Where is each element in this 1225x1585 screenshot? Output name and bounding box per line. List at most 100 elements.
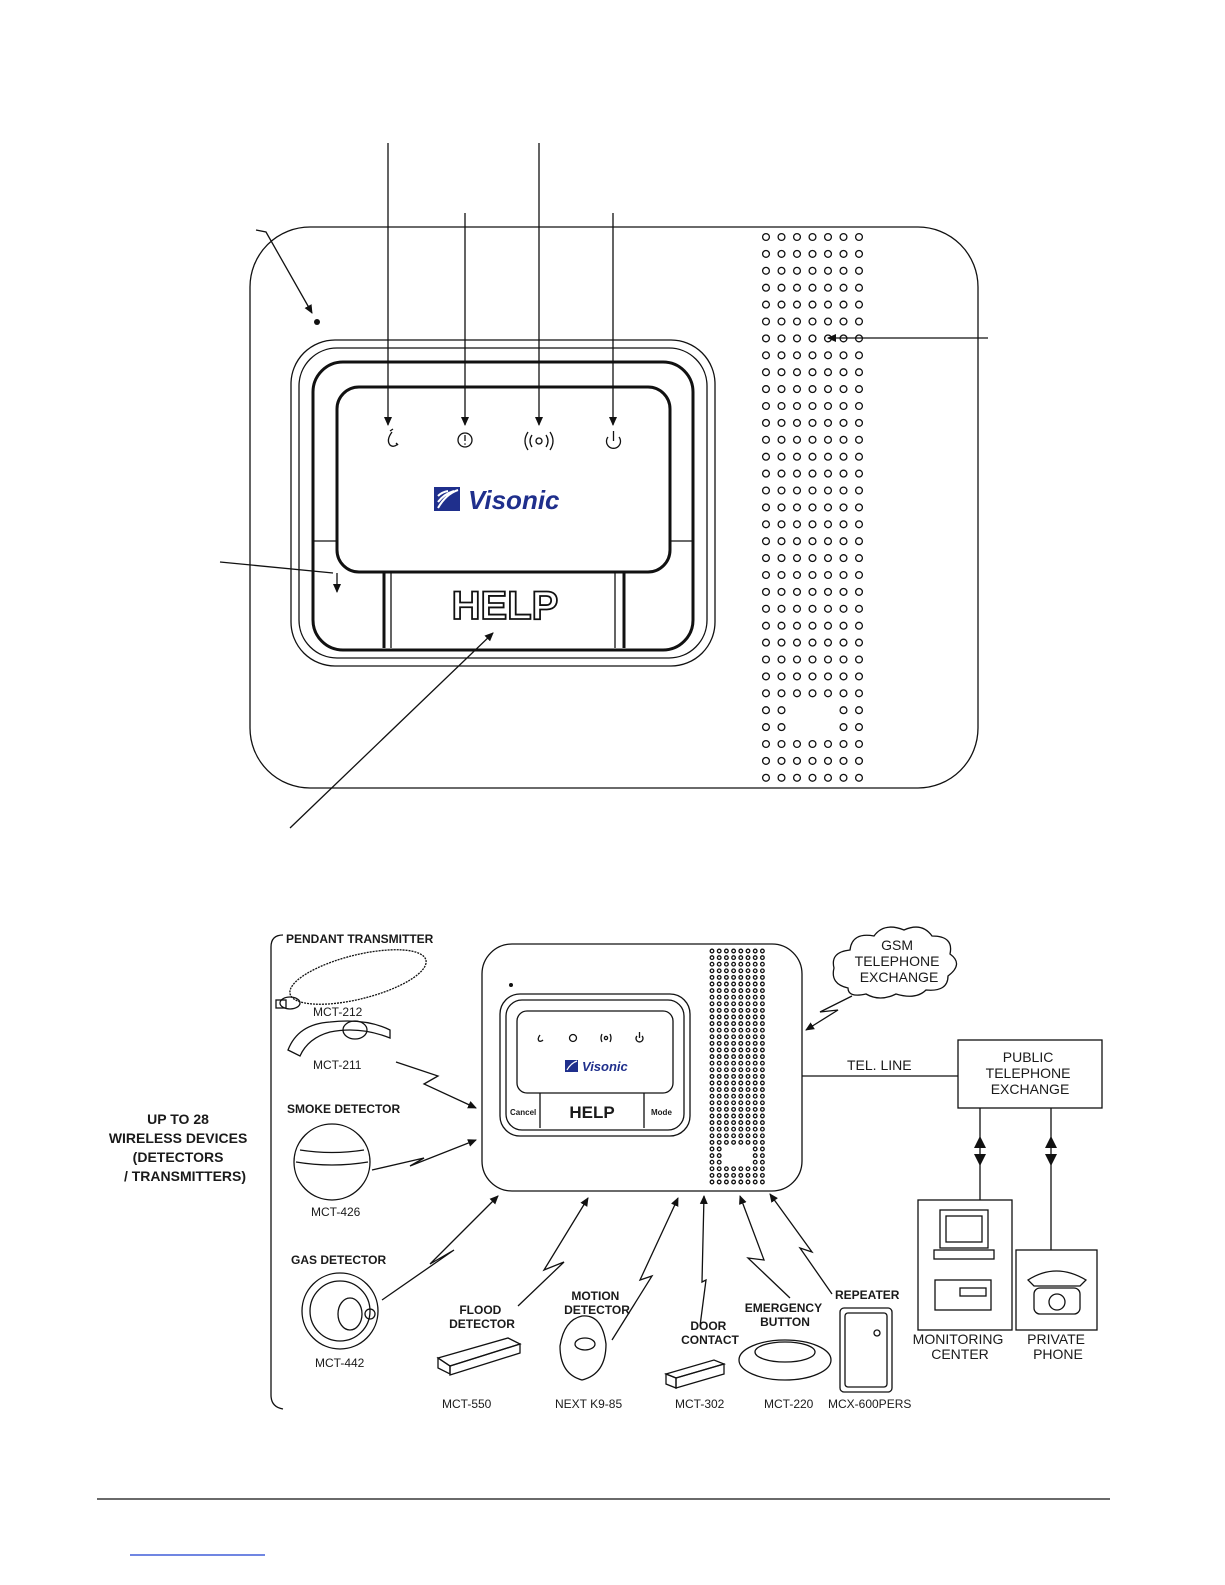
- grille-hole: [854, 672, 864, 681]
- grille-hole: [709, 961, 715, 967]
- grille-hole: [839, 706, 848, 715]
- pendant-wireless-link: [395, 1061, 477, 1109]
- grille-hole: [854, 655, 864, 664]
- grille-hole: [716, 1172, 722, 1178]
- grille-hole: [738, 1073, 744, 1079]
- grille-hole: [752, 974, 758, 980]
- grille-hole: [709, 948, 715, 954]
- grille-hole: [823, 249, 833, 258]
- svg-text:Visonic: Visonic: [582, 1059, 629, 1074]
- grille-hole: [745, 1080, 751, 1086]
- grille-hole: [823, 486, 833, 495]
- grille-hole: [752, 1001, 758, 1007]
- grille-hole: [745, 1034, 751, 1040]
- mct212-label: MCT-212: [313, 1005, 363, 1019]
- grille-hole: [823, 283, 833, 292]
- grille-hole: [823, 570, 833, 580]
- grille-hole: [759, 1001, 765, 1007]
- grille-hole: [709, 1179, 715, 1185]
- grille-hole: [731, 1093, 737, 1099]
- grille-hole: [792, 655, 802, 664]
- grille-hole: [759, 1179, 765, 1185]
- grille-hole: [839, 401, 848, 411]
- grille-hole: [716, 1159, 722, 1165]
- grille-hole: [839, 621, 848, 630]
- grille-hole: [759, 1139, 765, 1145]
- grille-hole: [738, 961, 744, 967]
- grille-hole: [716, 1153, 722, 1159]
- grille-hole: [752, 1120, 758, 1126]
- grille-hole: [839, 249, 848, 258]
- grille-hole: [738, 1034, 744, 1040]
- grille-hole: [709, 994, 715, 1000]
- grille-hole: [731, 1113, 737, 1119]
- pendant-mct212-icon: [275, 996, 301, 1010]
- grille-hole: [709, 1146, 715, 1152]
- grille-hole: [752, 1159, 758, 1165]
- alert-led-icon: [457, 432, 473, 448]
- next-label: NEXT K9-85: [555, 1397, 622, 1411]
- grille-hole: [792, 300, 802, 309]
- grille-hole: [761, 249, 771, 258]
- grille-hole: [731, 994, 737, 1000]
- grille-hole: [792, 689, 802, 698]
- grille-hole: [792, 401, 802, 411]
- mct211-label: MCT-211: [313, 1058, 362, 1072]
- keypad-bezel-outer: [290, 339, 716, 667]
- grille-hole: [792, 469, 802, 478]
- speaker-grille: [761, 232, 864, 782]
- pendant-title: PENDANT TRANSMITTER: [286, 932, 434, 946]
- grille-hole: [839, 638, 848, 647]
- grille-hole: [777, 520, 786, 529]
- grille-hole: [854, 266, 864, 275]
- grille-hole: [738, 1047, 744, 1053]
- grille-hole: [761, 317, 771, 326]
- grille-hole: [723, 1133, 729, 1139]
- grille-hole: [777, 317, 786, 326]
- grille-hole: [709, 1054, 715, 1060]
- grille-hole: [792, 604, 802, 613]
- grille-hole: [752, 1146, 758, 1152]
- grille-hole: [759, 968, 765, 974]
- grille-hole: [759, 1060, 765, 1066]
- grille-hole: [854, 452, 864, 461]
- grille-hole: [823, 689, 833, 698]
- grille-hole: [808, 773, 817, 782]
- grille-hole: [716, 1014, 722, 1020]
- grille-hole: [723, 1073, 729, 1079]
- grille-hole: [738, 1021, 744, 1027]
- grille-hole: [854, 418, 864, 427]
- grille-hole: [823, 672, 833, 681]
- grille-hole: [777, 283, 786, 292]
- grille-hole: [808, 621, 817, 630]
- grille-hole: [761, 706, 771, 715]
- grille-hole: [709, 1021, 715, 1027]
- grille-hole: [716, 994, 722, 1000]
- mct220-label: MCT-220: [764, 1397, 814, 1411]
- grille-hole: [854, 638, 864, 647]
- grille-hole: [761, 756, 771, 765]
- grille-hole: [752, 1067, 758, 1073]
- grille-hole: [709, 1113, 715, 1119]
- grille-hole: [752, 1054, 758, 1060]
- callout-help: [289, 632, 494, 829]
- grille-hole: [716, 1106, 722, 1112]
- grille-hole: [761, 672, 771, 681]
- grille-hole: [738, 1106, 744, 1112]
- devices-group-label: UP TO 28 WIRELESS DEVICES (DETECTORS / T…: [109, 1111, 251, 1184]
- grille-hole: [745, 1014, 751, 1020]
- grille-hole: [759, 1093, 765, 1099]
- grille-hole: [716, 1100, 722, 1106]
- grille-hole: [808, 368, 817, 377]
- grille-hole: [752, 1133, 758, 1139]
- grille-hole: [709, 1159, 715, 1165]
- grille-hole: [745, 1007, 751, 1013]
- grille-hole: [777, 334, 786, 343]
- grille-hole: [723, 968, 729, 974]
- grille-hole: [792, 317, 802, 326]
- door-title: DOOR CONTACT: [681, 1319, 739, 1347]
- grille-hole: [854, 587, 864, 596]
- emergency-button-mct220-icon: [738, 1339, 832, 1381]
- grille-hole: [808, 334, 817, 343]
